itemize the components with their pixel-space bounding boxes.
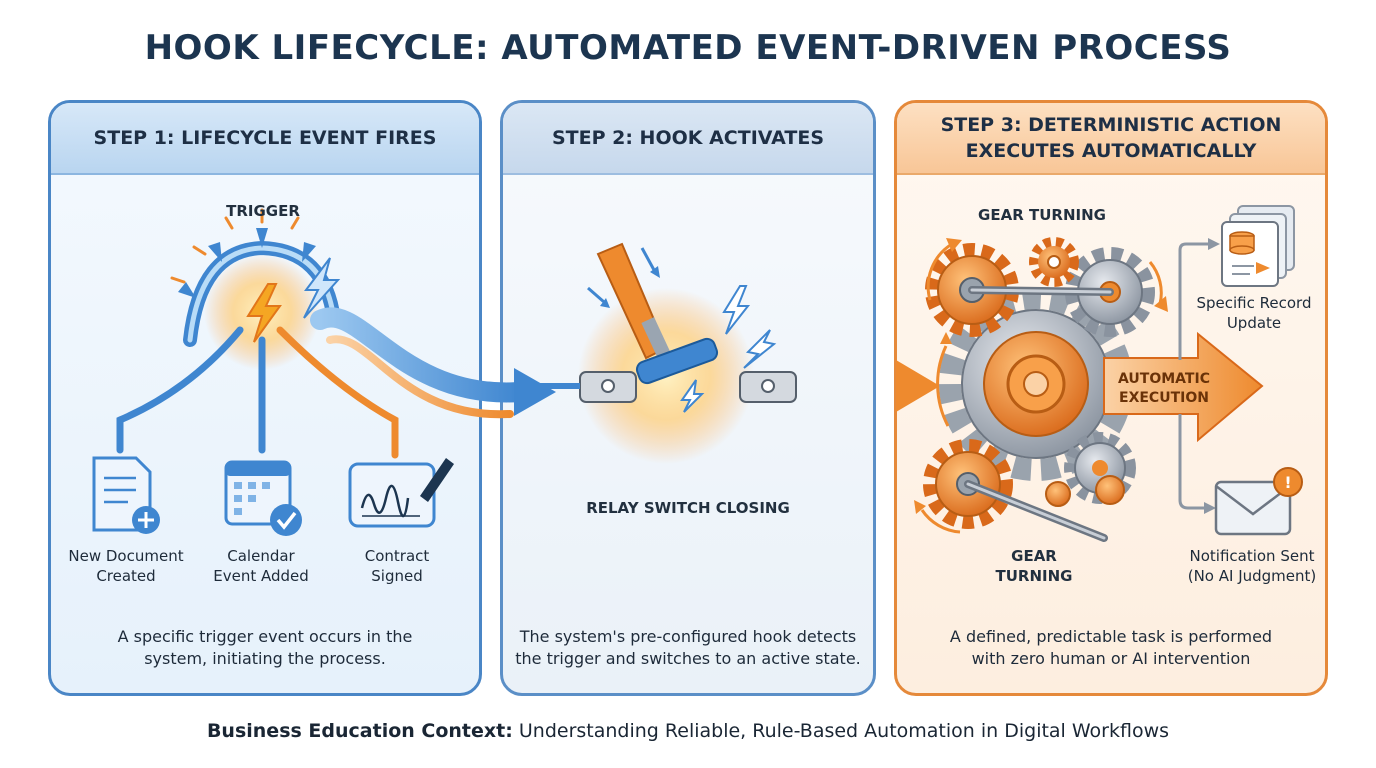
flow-arrowhead-orange [896,360,940,412]
step-1-heading: STEP 1: LIFECYCLE EVENT FIRES [51,103,479,175]
step-3-heading: STEP 3: DETERMINISTIC ACTION EXECUTES AU… [897,103,1325,175]
step-2-heading: STEP 2: HOOK ACTIVATES [503,103,873,175]
event-label-new-document: New Document Created [68,547,184,585]
gear-bottom-right [1045,432,1136,507]
switch-blade [635,337,719,385]
step-3-heading-line1: STEP 3: DETERMINISTIC ACTION [940,114,1282,136]
spark-icon [722,285,751,335]
svg-text:!: ! [1284,473,1291,492]
automatic-execution-label: AUTOMATIC EXECUTION [1118,371,1210,406]
lightning-bolt-icon [246,283,282,343]
trigger-label: TRIGGER [226,202,300,220]
event-label-contract: Contract Signed [364,547,430,585]
trigger-rays [170,208,300,284]
gears-illustration [914,237,1264,542]
footer-bold: Business Education Context: [206,720,513,742]
gear-turning-label-top: GEAR TURNING [978,206,1106,224]
database-record-icon [1221,205,1295,287]
flow-arrow-blue [310,307,530,403]
output-label-notification: Notification Sent (No AI Judgment) [1187,547,1317,585]
step-3-heading-line2: EXECUTES AUTOMATICALLY [965,140,1257,162]
step-2-description: The system's pre-configured hook detects… [515,627,861,668]
signature-icon [348,458,454,528]
document-plus-icon [92,456,160,534]
alert-badge [1273,467,1303,497]
step-3-description: A defined, predictable task is performed… [949,627,1273,668]
envelope-alert-icon: ! [1214,467,1303,536]
relay-switch-illustration [540,242,940,464]
calendar-check-icon [224,460,302,536]
event-label-calendar: Calendar Event Added [213,547,309,585]
relay-switch-label: RELAY SWITCH CLOSING [586,499,790,517]
gear-turning-label-bottom: GEAR TURNING [995,547,1073,585]
rotation-arrows [920,242,1163,534]
trigger-illustration [116,208,556,459]
footer-caption: Business Education Context: Understandin… [0,720,1376,742]
pen-icon [420,458,454,502]
blue-lightning-icon [303,257,341,319]
output-label-record-update: Specific Record Update [1196,294,1312,332]
footer-text: Understanding Reliable, Rule-Based Autom… [512,720,1170,742]
flow-arrowhead-blue [514,368,556,416]
gear-small-top [1029,237,1079,287]
gear-central [939,287,1133,481]
execution-arrow [1103,331,1264,443]
page-title: HOOK LIFECYCLE: AUTOMATED EVENT-DRIVEN P… [144,28,1232,68]
step-1-description: A specific trigger event occurs in the s… [117,627,413,668]
